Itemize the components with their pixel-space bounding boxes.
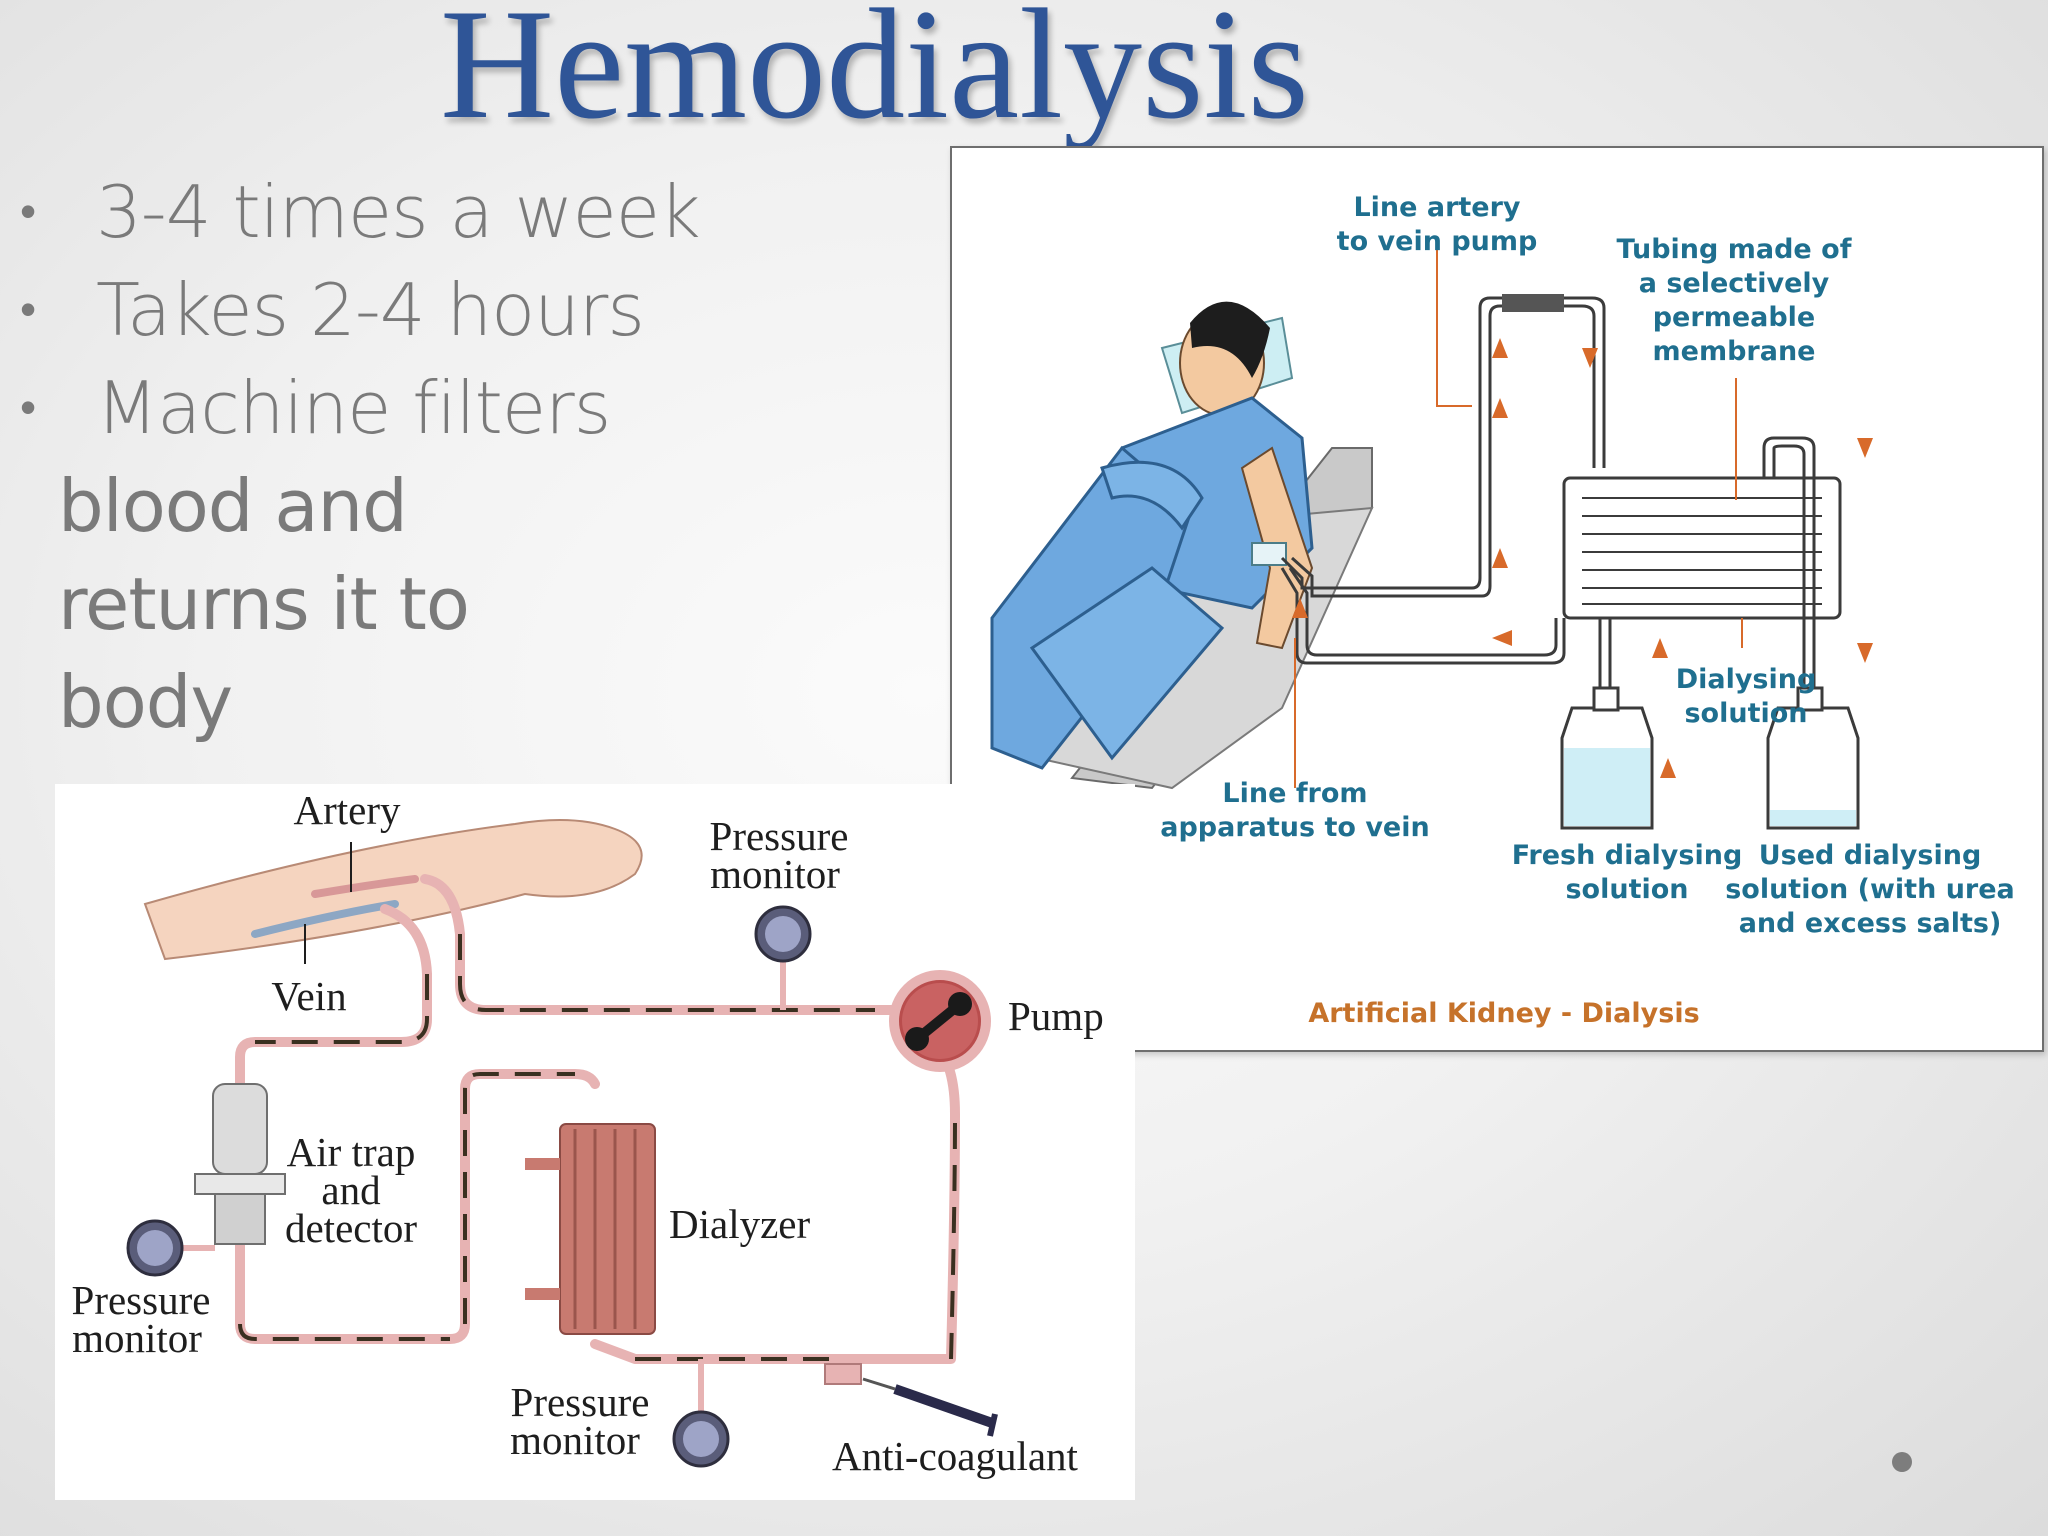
label-used-solution: solution (with urea — [1725, 874, 2015, 905]
label-pressure-monitor-bottom: Pressure — [511, 1379, 650, 1425]
syringe-icon — [824, 1363, 998, 1437]
slide-title: Hemodialysis — [440, 0, 1309, 152]
label-fresh-solution: solution — [1565, 874, 1688, 905]
tubing — [1280, 296, 1842, 808]
label-anticoagulant: Anti-coagulant — [832, 1433, 1079, 1479]
label-air-trap: Air trap — [287, 1129, 416, 1175]
pressure-gauge-bottom-icon — [672, 1359, 730, 1468]
pressure-gauge-left-icon — [126, 1219, 215, 1277]
label-pressure-monitor-left: Pressure — [72, 1277, 211, 1323]
label-tubing: Tubing made of — [1617, 234, 1852, 265]
patient-illustration — [990, 301, 1314, 770]
label-dialysing-solution: solution — [1684, 698, 1807, 729]
label-tubing: membrane — [1653, 336, 1816, 367]
air-trap-icon — [194, 1083, 286, 1245]
artificial-kidney-diagram: Line artery to vein pump Tubing made of … — [950, 146, 2044, 1052]
bullet-dot-icon: • — [20, 282, 36, 336]
pump-icon — [889, 970, 991, 1072]
label-line-artery: to vein pump — [1337, 226, 1538, 257]
bullet-continuation: body — [58, 660, 233, 744]
label-line-from: apparatus to vein — [1160, 812, 1429, 843]
leader-lines — [1294, 248, 1743, 788]
pressure-gauge-top-icon — [754, 905, 812, 1010]
label-tubing: a selectively — [1639, 268, 1830, 299]
label-air-trap: detector — [285, 1205, 417, 1251]
arm-illustration — [143, 819, 643, 961]
label-pressure-monitor-bottom: monitor — [510, 1417, 640, 1463]
flow-arrows — [1292, 338, 1873, 778]
bullet-dot-icon: • — [20, 184, 36, 238]
fresh-solution-bottle — [1560, 686, 1654, 830]
dialyzer-icon — [525, 1123, 656, 1335]
label-fresh-solution: Fresh dialysing — [1512, 840, 1743, 871]
bullet-continuation: returns it to — [58, 562, 470, 646]
label-pressure-monitor-left: monitor — [72, 1315, 202, 1361]
used-solution-bottle — [1766, 686, 1860, 830]
pump-valve-icon — [1502, 294, 1564, 312]
label-used-solution: Used dialysing — [1759, 840, 1982, 871]
bullet-dot-icon: • — [20, 380, 36, 434]
label-pressure-monitor-top: Pressure — [710, 813, 849, 859]
leader-lines — [304, 842, 352, 964]
label-dialysing-solution: Dialysing — [1676, 664, 1817, 695]
slide-decoration-dot — [1892, 1452, 1912, 1472]
hemodialysis-circuit-diagram: Artery Vein Pressure monitor Pump Air tr… — [55, 784, 1135, 1500]
label-air-trap: and — [321, 1167, 380, 1213]
diagram-caption: Artificial Kidney - Dialysis — [1308, 998, 1699, 1029]
label-dialyzer: Dialyzer — [669, 1201, 810, 1247]
label-artery: Artery — [293, 787, 401, 833]
label-pressure-monitor-top: monitor — [710, 851, 840, 897]
label-vein: Vein — [271, 973, 346, 1019]
label-line-artery: Line artery — [1353, 192, 1520, 223]
bullet-continuation: blood and — [58, 464, 408, 548]
label-tubing: permeable — [1653, 302, 1816, 333]
label-used-solution: and excess salts) — [1739, 908, 2002, 939]
label-line-from: Line from — [1222, 778, 1367, 809]
label-pump: Pump — [1008, 993, 1104, 1039]
dialyzer-coil — [1582, 497, 1822, 605]
tubing-dashes — [238, 934, 957, 1361]
